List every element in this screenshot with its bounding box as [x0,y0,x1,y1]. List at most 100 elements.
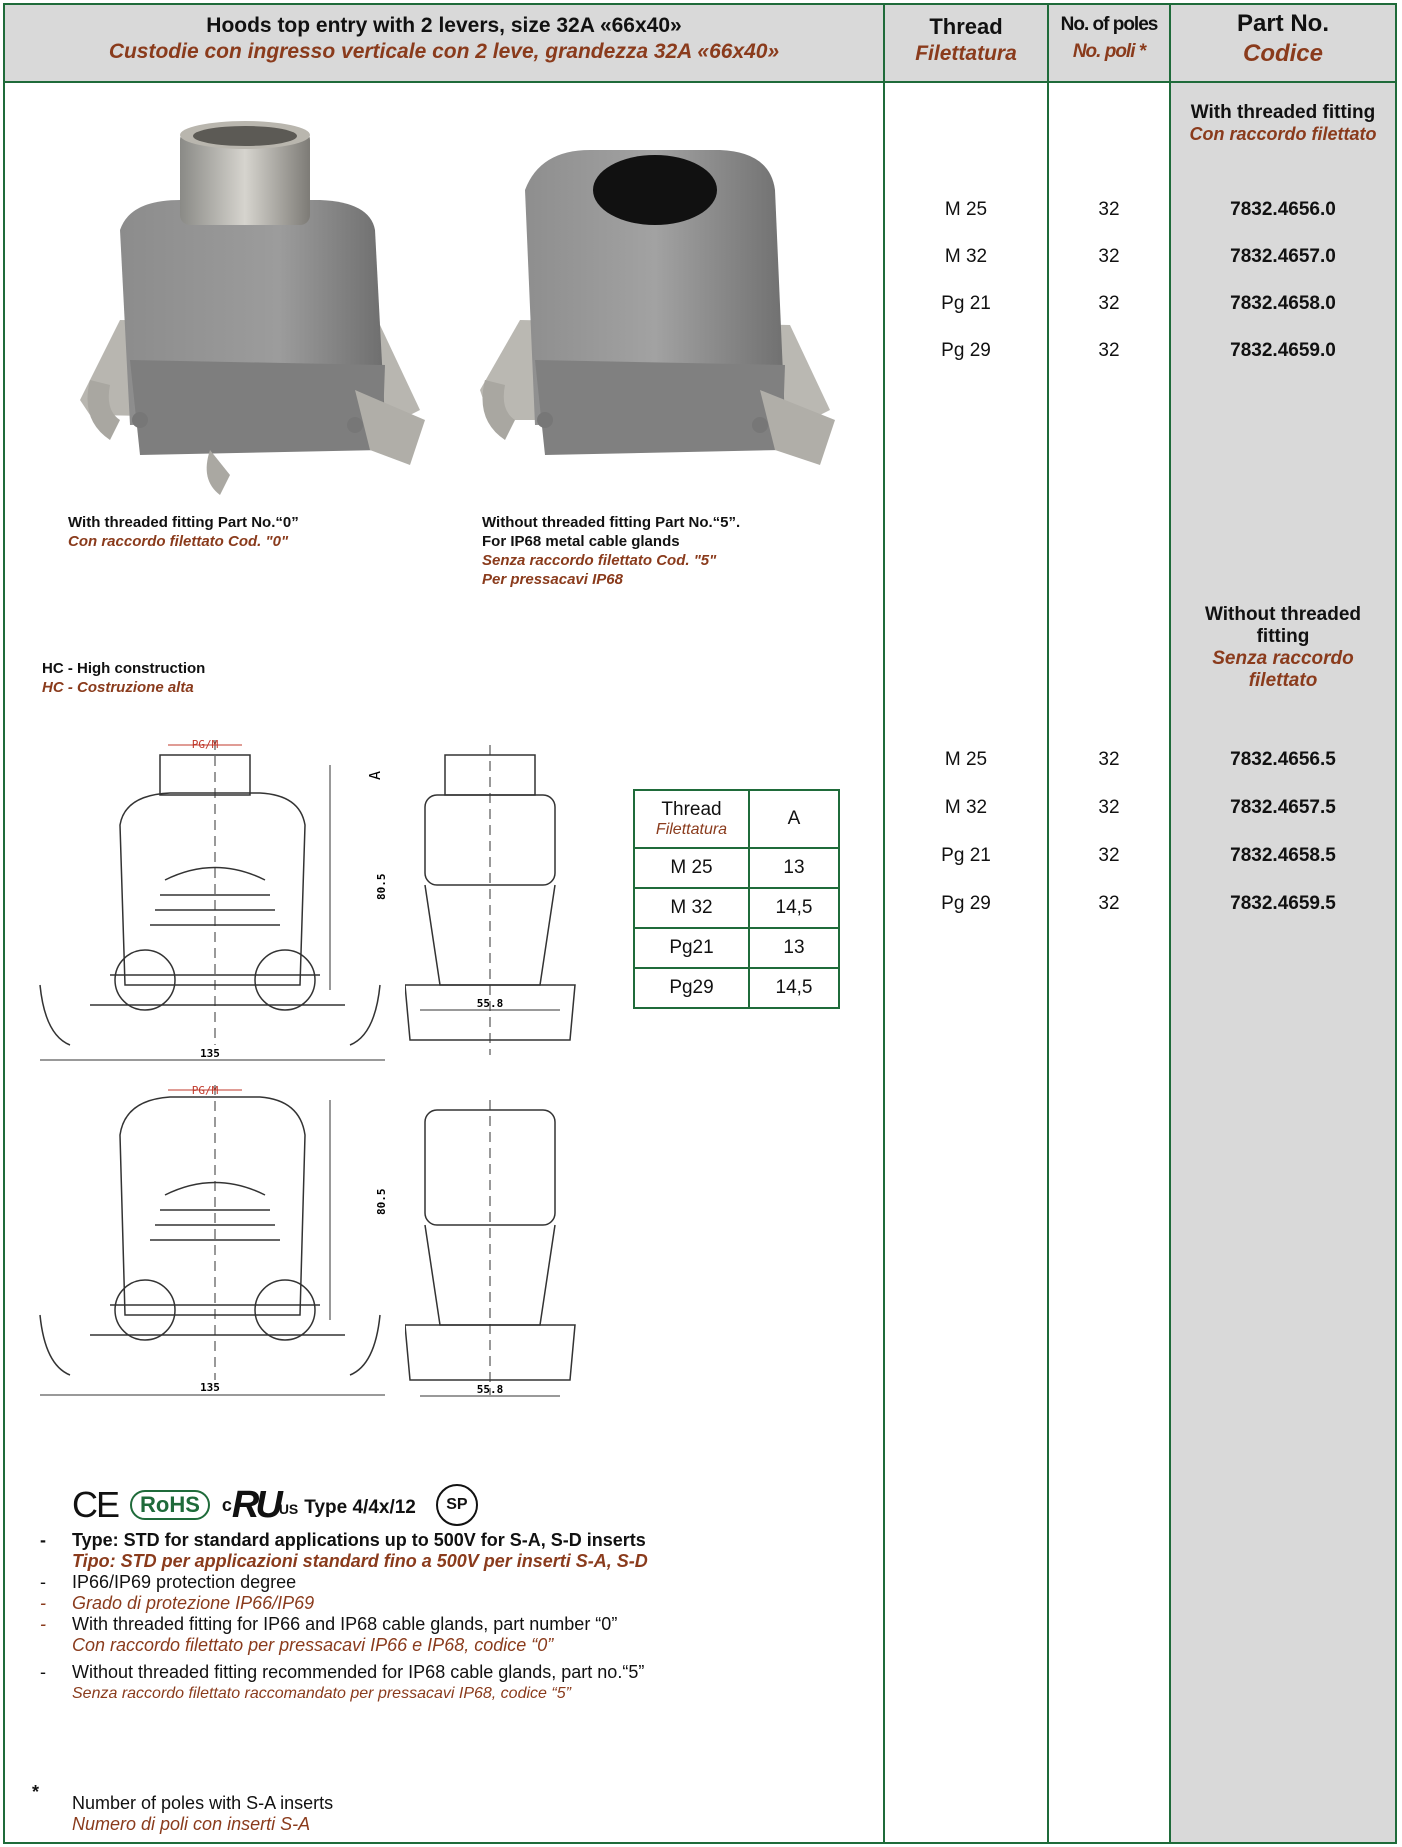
certification-logos: CE RoHS c RU US Type 4/4x/12 SP [72,1480,478,1530]
thread-cell: Pg 29 [941,340,991,361]
footnote-it: Numero di poli con inserti S-A [72,1814,311,1834]
note-type-en: Type: STD for standard applications up t… [72,1530,646,1550]
construction-label: HC - High construction HC - Costruzione … [42,659,205,697]
side-drawing-threaded: 55.8 [405,745,576,1055]
poles-cell: 32 [1098,797,1120,818]
note-unthreaded-it: Senza raccordo filettato raccomandato pe… [72,1685,571,1702]
table-cell: 13 [748,927,840,969]
part-header-it: Codice [1242,40,1323,67]
note-threaded-en: With threaded fitting for IP66 and IP68 … [72,1614,618,1634]
poles-header-it: No. poli * [1072,41,1146,62]
type-rating: Type 4/4x/12 [304,1497,416,1518]
table-header-thread-it: Filettatura [655,821,728,838]
part-number-cell: 7832.4656.0 [1230,199,1336,220]
thread-cell: Pg 21 [941,845,991,866]
table-header-a: A [748,789,840,849]
part-number-cell: 7832.4658.5 [1230,845,1336,866]
thread-cell: M 32 [944,797,988,818]
csa-mark-icon: SP [435,1484,478,1526]
construction-it: HC - Costruzione alta [42,679,194,696]
poles-cell: 32 [1098,293,1120,314]
poles-header: No. of poles No. poli * [1049,14,1169,63]
footnote-star: * [32,1782,40,1802]
notes-list: Type: STD for standard applications up t… [72,1530,852,1704]
caption-en: With threaded fitting Part No.“0” [68,514,299,531]
caption-unthreaded: Without threaded fitting Part No.“5”. Fo… [482,513,740,589]
table-row: Thread Filettatura A [633,789,840,849]
title-it: Custodie con ingresso verticale con 2 le… [108,40,780,63]
height-dimension-label: 80.5 [375,1189,388,1216]
poles-cell: 32 [1098,893,1120,914]
note-protection-it: Grado di protezione IP66/IP69 [72,1593,315,1613]
group-title-en: Without threaded fitting [1204,604,1362,647]
table-cell: Pg21 [633,927,750,969]
height-dimension-label: 80.5 [375,874,388,901]
table-header-thread-en: Thread [661,799,722,820]
table-cell: 14,5 [748,887,840,929]
construction-en: HC - High construction [42,660,206,677]
part-number-cell: 7832.4657.0 [1230,246,1336,267]
thread-cell: Pg 29 [941,893,991,914]
pgm-label: PG/M [192,738,219,751]
front-drawing-threaded: PG/M A 80.5 135 [39,738,388,1061]
poles-cell: 32 [1098,199,1120,220]
depth-dimension-label: 55.8 [477,1383,504,1396]
poles-cell: 32 [1098,845,1120,866]
part-number-cell: 7832.4659.0 [1230,340,1336,361]
footnote-en: Number of poles with S-A inserts [72,1793,334,1813]
side-drawing-unthreaded: 55.8 [405,1100,576,1397]
a-dimension-label: A [366,771,384,780]
bullet-dash: - [40,1662,46,1682]
column-divider [1047,5,1049,1843]
column-divider [1169,5,1171,1843]
caption-it: Per pressacavi IP68 [482,571,623,588]
width-dimension-label: 135 [200,1381,220,1394]
part-number-cell: 7832.4659.5 [1230,893,1336,914]
title-en: Hoods top entry with 2 levers, size 32A … [206,14,682,37]
caption-threaded: With threaded fitting Part No.“0” Con ra… [68,513,299,551]
group-title-unthreaded: Without threaded fitting Senza raccordo … [1185,604,1381,692]
thread-header: Thread Filettatura [885,14,1047,66]
thread-cell: M 25 [944,199,988,220]
footnote: Number of poles with S-A inserts Numero … [72,1793,333,1835]
table-cell: 14,5 [748,967,840,1009]
page-title: Hoods top entry with 2 levers, size 32A … [5,14,883,64]
table-cell: M 32 [633,887,750,929]
part-number-column [1171,83,1395,1843]
note-unthreaded-en: Without threaded fitting recommended for… [72,1662,645,1682]
caption-it: Senza raccordo filettato Cod. "5" [482,552,717,569]
group-title-it: Con raccordo filettato [1189,124,1377,144]
part-number-cell: 7832.4656.5 [1230,749,1336,770]
rohs-badge-icon: RoHS [130,1490,210,1520]
thread-cell: Pg 21 [941,293,991,314]
table-cell: 13 [748,847,840,889]
ul-mark-icon: RU [231,1483,283,1526]
poles-cell: 32 [1098,340,1120,361]
bullet-dash: - [40,1530,46,1550]
group-title-threaded: With threaded fitting Con raccordo filet… [1171,102,1395,145]
header-band [5,5,1395,83]
poles-cell: 32 [1098,246,1120,267]
caption-en: Without threaded fitting Part No.“5”. [482,514,741,531]
poles-header-en: No. of poles [1060,14,1159,35]
note-protection-en: IP66/IP69 protection degree [72,1572,297,1592]
thread-cell: M 32 [944,246,988,267]
table-cell: Pg29 [633,967,750,1009]
hood-photo-threaded [80,121,425,495]
note-type-it: Tipo: STD per applicazioni standard fino… [72,1551,648,1571]
thread-cell: M 25 [944,749,988,770]
note-threaded-it: Con raccordo filettato per pressacavi IP… [72,1635,554,1655]
part-number-cell: 7832.4657.5 [1230,797,1336,818]
bullet-dash: - [40,1593,46,1613]
table-header-thread: Thread Filettatura [633,789,750,849]
caption-it: Con raccordo filettato Cod. "0" [68,533,289,550]
table-frame [3,3,1397,1844]
thread-header-it: Filettatura [915,42,1017,65]
bullet-dash: - [40,1614,46,1634]
bullet-dash: - [40,1572,46,1592]
